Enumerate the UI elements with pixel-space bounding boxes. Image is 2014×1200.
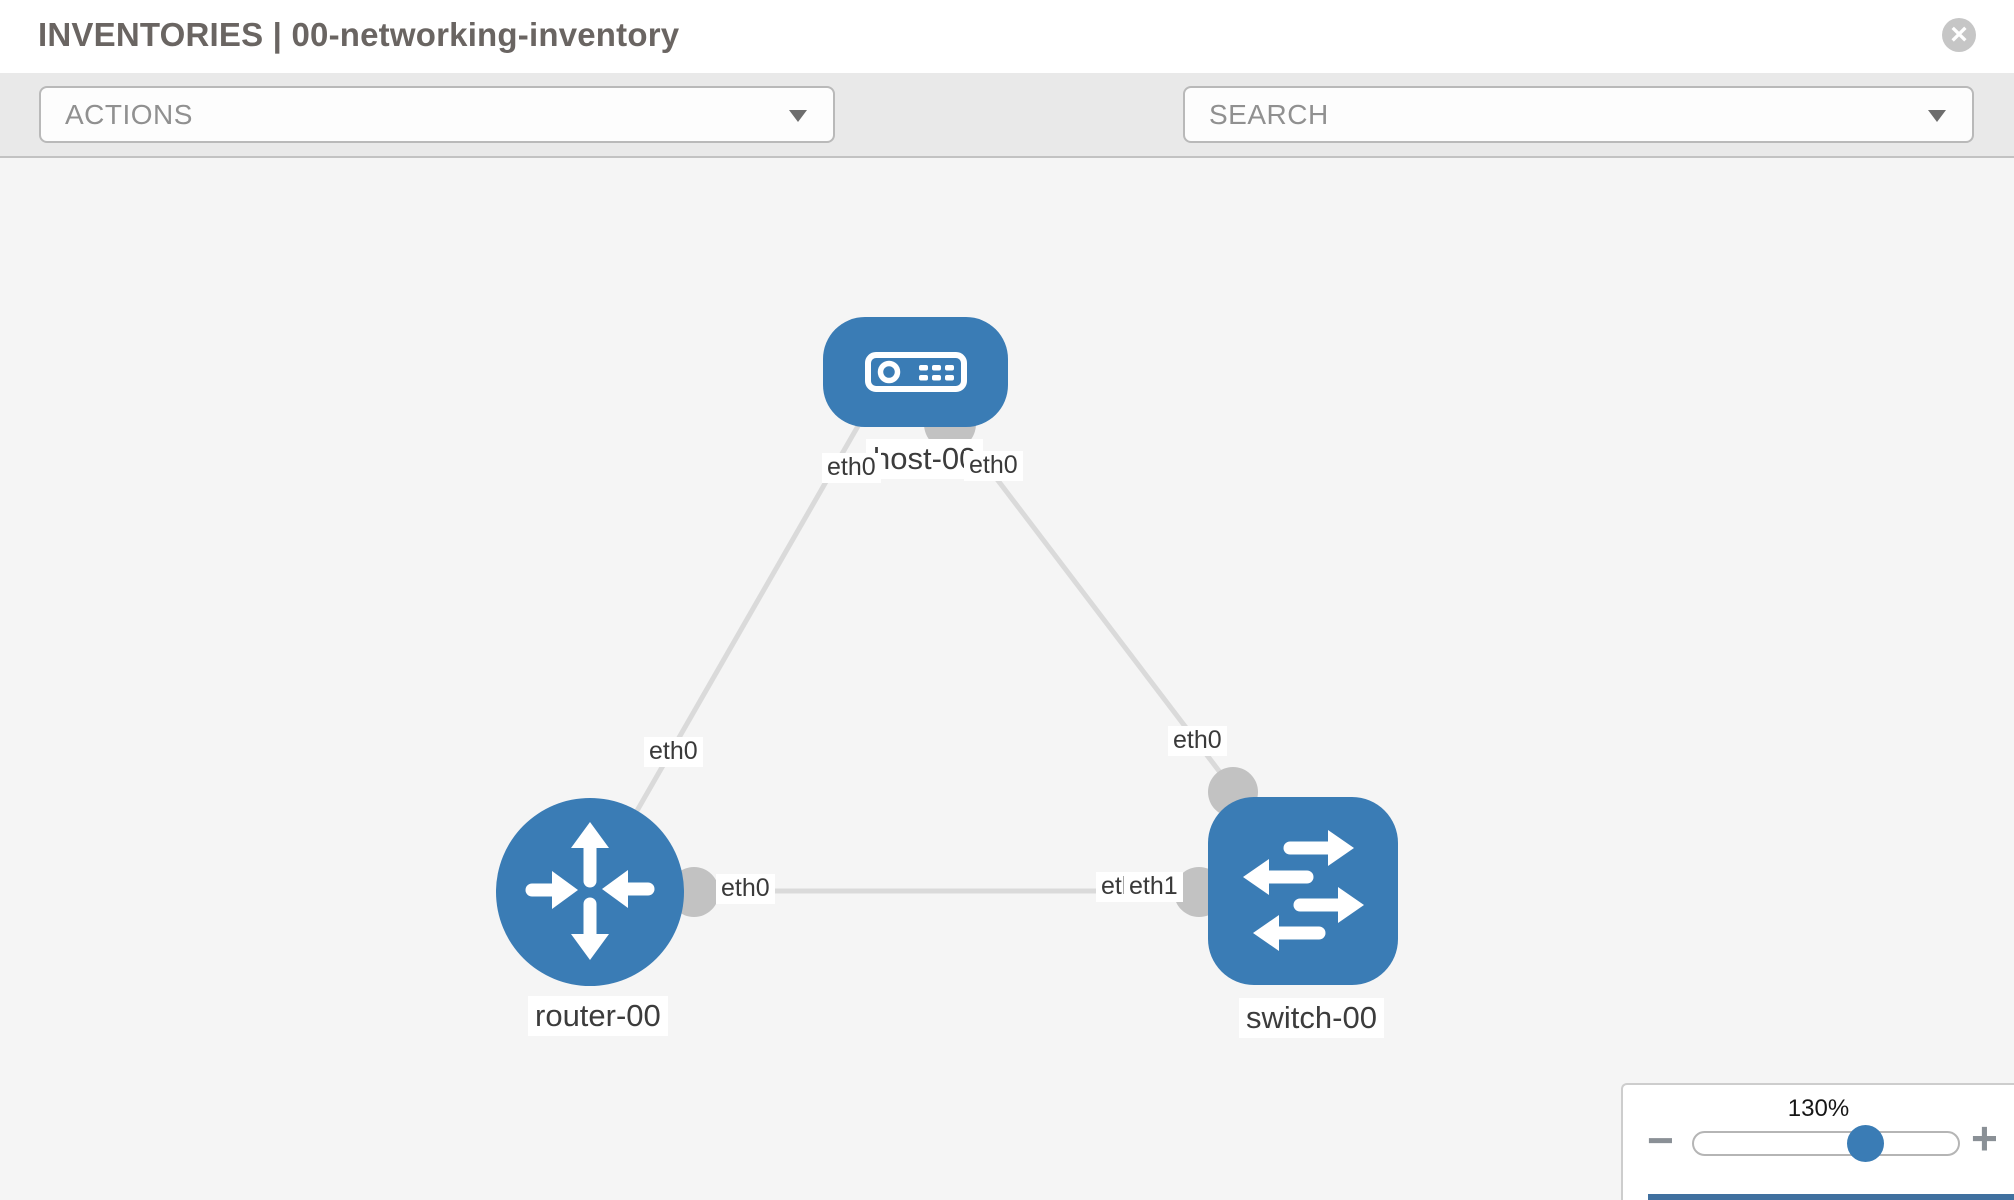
node-router-00[interactable] (496, 798, 684, 986)
zoom-slider-track[interactable] (1692, 1131, 1960, 1156)
zoom-out-button[interactable]: − (1647, 1114, 1674, 1166)
topology-canvas[interactable] (0, 158, 2014, 1200)
interface-label: eth0 (822, 453, 881, 483)
host-icon (865, 352, 967, 392)
search-placeholder: SEARCH (1209, 98, 1329, 130)
header: INVENTORIES | 00-networking-inventory × (0, 0, 2014, 73)
switch-icon (1243, 830, 1364, 951)
interface-label: eth0 (644, 737, 703, 767)
node-switch-00[interactable] (1208, 797, 1398, 985)
actions-dropdown[interactable]: ACTIONS (39, 86, 835, 143)
interface-label: eth1 (1124, 872, 1183, 902)
toolbar: ACTIONS SEARCH (0, 73, 2014, 206)
zoom-in-button[interactable]: + (1971, 1112, 1998, 1164)
zoom-level: 130% (1787, 1095, 1850, 1122)
close-button[interactable]: × (1942, 18, 1976, 52)
actions-dropdown-label: ACTIONS (65, 98, 193, 130)
close-icon: × (1950, 18, 1968, 51)
router-icon (525, 822, 655, 960)
interface-label: eth0 (716, 874, 775, 904)
node-label-router: router-00 (528, 996, 668, 1036)
interface-label: eth0 (1168, 726, 1227, 756)
interface-label: eth0 (964, 451, 1023, 481)
zoom-control-panel: 130% − + (1621, 1083, 2014, 1200)
zoom-slider-knob[interactable] (1847, 1125, 1884, 1162)
interface-label-partial: etl (1096, 872, 1133, 902)
chevron-down-icon (1928, 109, 1946, 122)
node-label-switch: switch-00 (1239, 998, 1384, 1038)
page-title: INVENTORIES | 00-networking-inventory (38, 16, 680, 53)
node-host-00[interactable] (823, 317, 1008, 427)
chevron-down-icon (789, 109, 807, 122)
key-panel-edge (1648, 1194, 2014, 1200)
node-label-host: host-00 (866, 439, 984, 479)
search-dropdown[interactable]: SEARCH (1183, 86, 1974, 143)
